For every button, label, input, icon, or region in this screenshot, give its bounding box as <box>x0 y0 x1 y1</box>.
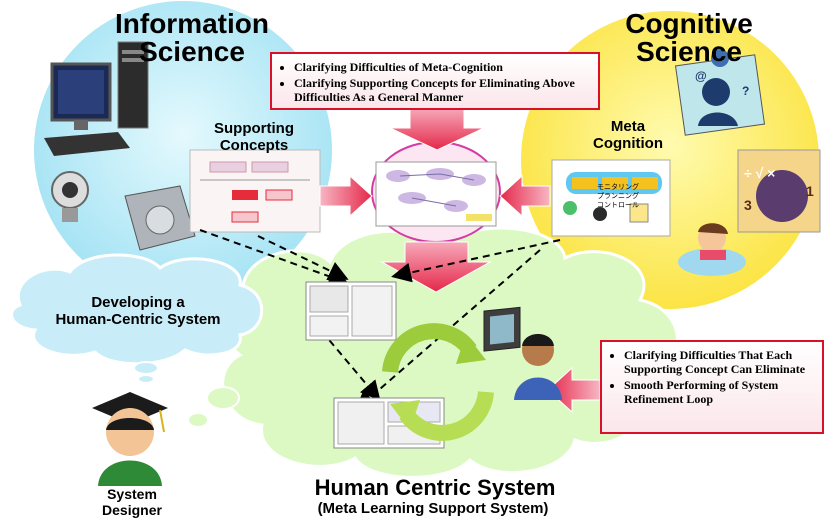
right-objective-item: Clarifying Difficulties That Each Suppor… <box>624 348 814 376</box>
control-label: コントロール <box>597 202 639 209</box>
meta-cognition-thumbnail <box>551 159 671 237</box>
system-designer-label: System Designer <box>102 486 162 518</box>
meta-cognition-label: Meta Cognition <box>593 118 663 152</box>
system-screenshot-top <box>305 281 397 341</box>
user-at-computer-icon <box>483 306 562 400</box>
information-science-title: Information Science <box>115 8 269 67</box>
svg-text:1: 1 <box>806 183 814 199</box>
system-designer-icon <box>92 392 168 486</box>
thinking-person-icon: @ ? <box>674 49 766 136</box>
child-reading-icon <box>678 223 746 276</box>
cognition-process-labels: モニタリング プランニング コントロール <box>568 174 668 210</box>
thought-bubble <box>137 374 155 384</box>
refinement-loop-icon <box>382 323 494 441</box>
svg-text:?: ? <box>742 84 749 98</box>
planning-label: プランニング <box>597 193 639 200</box>
top-objectives-box: Clarifying Difficulties of Meta-Cognitio… <box>270 52 600 110</box>
top-objective-item: Clarifying Difficulties of Meta-Cognitio… <box>294 60 590 74</box>
arrow-to-center-right <box>499 174 551 218</box>
svg-text:3: 3 <box>744 197 752 213</box>
webcam-icon <box>51 171 89 222</box>
thought-bubble <box>187 412 209 428</box>
desktop-computer-icon <box>44 41 149 156</box>
hard-disk-icon <box>124 185 196 251</box>
arrow-to-center-left <box>319 174 373 218</box>
right-objectives-box: Clarifying Difficulties That Each Suppor… <box>600 340 824 434</box>
right-objective-item: Smooth Performing of System Refinement L… <box>624 378 814 406</box>
human-centric-system-subtitle: (Meta Learning Support System) <box>317 500 549 517</box>
arrow-from-top-box <box>389 107 485 151</box>
arrow-from-right-box <box>547 366 601 414</box>
developing-label: Developing a Human-Centric System <box>55 294 221 328</box>
svg-text:@: @ <box>695 69 707 83</box>
svg-text:÷ √ ×: ÷ √ × <box>744 165 775 181</box>
cognitive-science-title: Cognitive Science <box>625 8 753 67</box>
monitoring-label: モニタリング <box>597 184 639 191</box>
supporting-concepts-label: Supporting Concepts <box>214 120 294 154</box>
thought-bubble <box>206 386 240 410</box>
top-objective-item: Clarifying Supporting Concepts for Elimi… <box>294 76 590 104</box>
concept-map-thumbnail <box>371 141 501 243</box>
human-centric-system-title: Human Centric System <box>314 475 556 500</box>
supporting-concepts-thumbnail <box>189 149 321 233</box>
math-head-icon: ÷ √ × 3 1 <box>737 149 821 233</box>
thought-bubble <box>133 361 159 375</box>
developing-cloud <box>10 253 264 366</box>
